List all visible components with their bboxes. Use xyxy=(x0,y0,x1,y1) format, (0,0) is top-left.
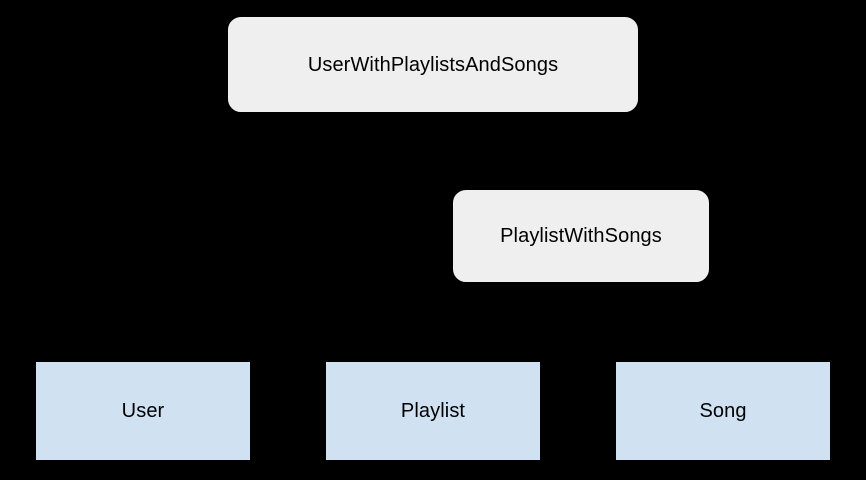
edge-user-with-playlists-and-songs-to-playlist-with-songs xyxy=(432,112,582,190)
node-song[interactable]: Song xyxy=(616,362,830,460)
edge-playlist-with-songs-to-song xyxy=(580,282,724,362)
node-label: PlaylistWithSongs xyxy=(500,225,662,247)
node-label: User xyxy=(121,400,165,422)
node-label: Song xyxy=(699,400,747,422)
node-user-with-playlists-and-songs[interactable]: UserWithPlaylistsAndSongs xyxy=(228,17,638,112)
edge-user-with-playlists-and-songs-to-user xyxy=(142,112,434,362)
node-label: UserWithPlaylistsAndSongs xyxy=(307,53,559,76)
node-playlist[interactable]: Playlist xyxy=(326,362,540,460)
node-label: Playlist xyxy=(400,400,466,422)
node-user[interactable]: User xyxy=(36,362,250,460)
node-playlist-with-songs[interactable]: PlaylistWithSongs xyxy=(453,190,709,282)
edge-playlist-with-songs-to-playlist xyxy=(432,282,582,362)
